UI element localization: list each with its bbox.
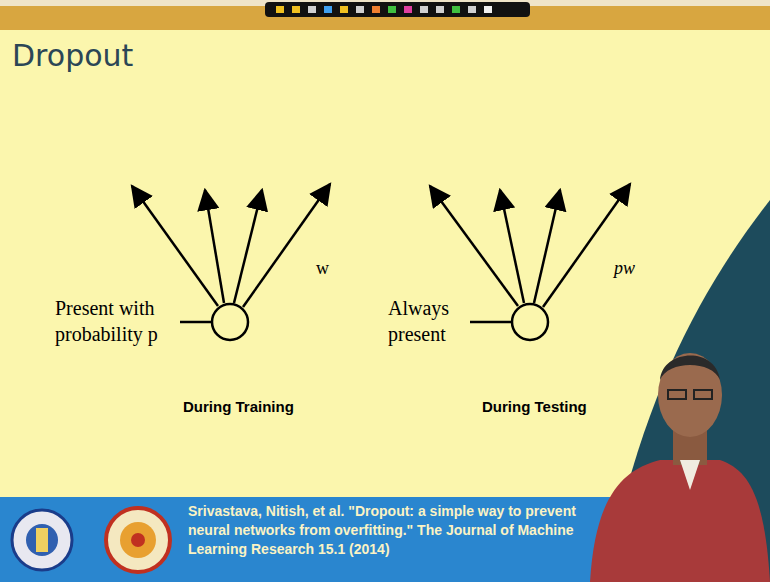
toolbar — [265, 2, 530, 17]
weight-label: pw — [614, 258, 635, 279]
presenter — [590, 353, 770, 582]
institute-logo — [12, 510, 72, 570]
phase-label: During Training — [183, 398, 294, 415]
top-band — [0, 0, 770, 30]
weight-label: w — [316, 258, 329, 279]
training-neuron — [132, 184, 330, 340]
testing-neuron — [430, 184, 630, 340]
slide-title: Dropout — [12, 38, 133, 73]
citation: Srivastava, Nitish, et al. "Dropout: a s… — [188, 502, 593, 559]
toolbar-icons — [276, 6, 492, 13]
program-logo — [106, 508, 170, 572]
phase-label: During Testing — [482, 398, 587, 415]
neuron-note: Present with probability p — [55, 295, 185, 347]
neuron-note: Always present — [388, 295, 464, 347]
footer-band — [0, 497, 640, 582]
